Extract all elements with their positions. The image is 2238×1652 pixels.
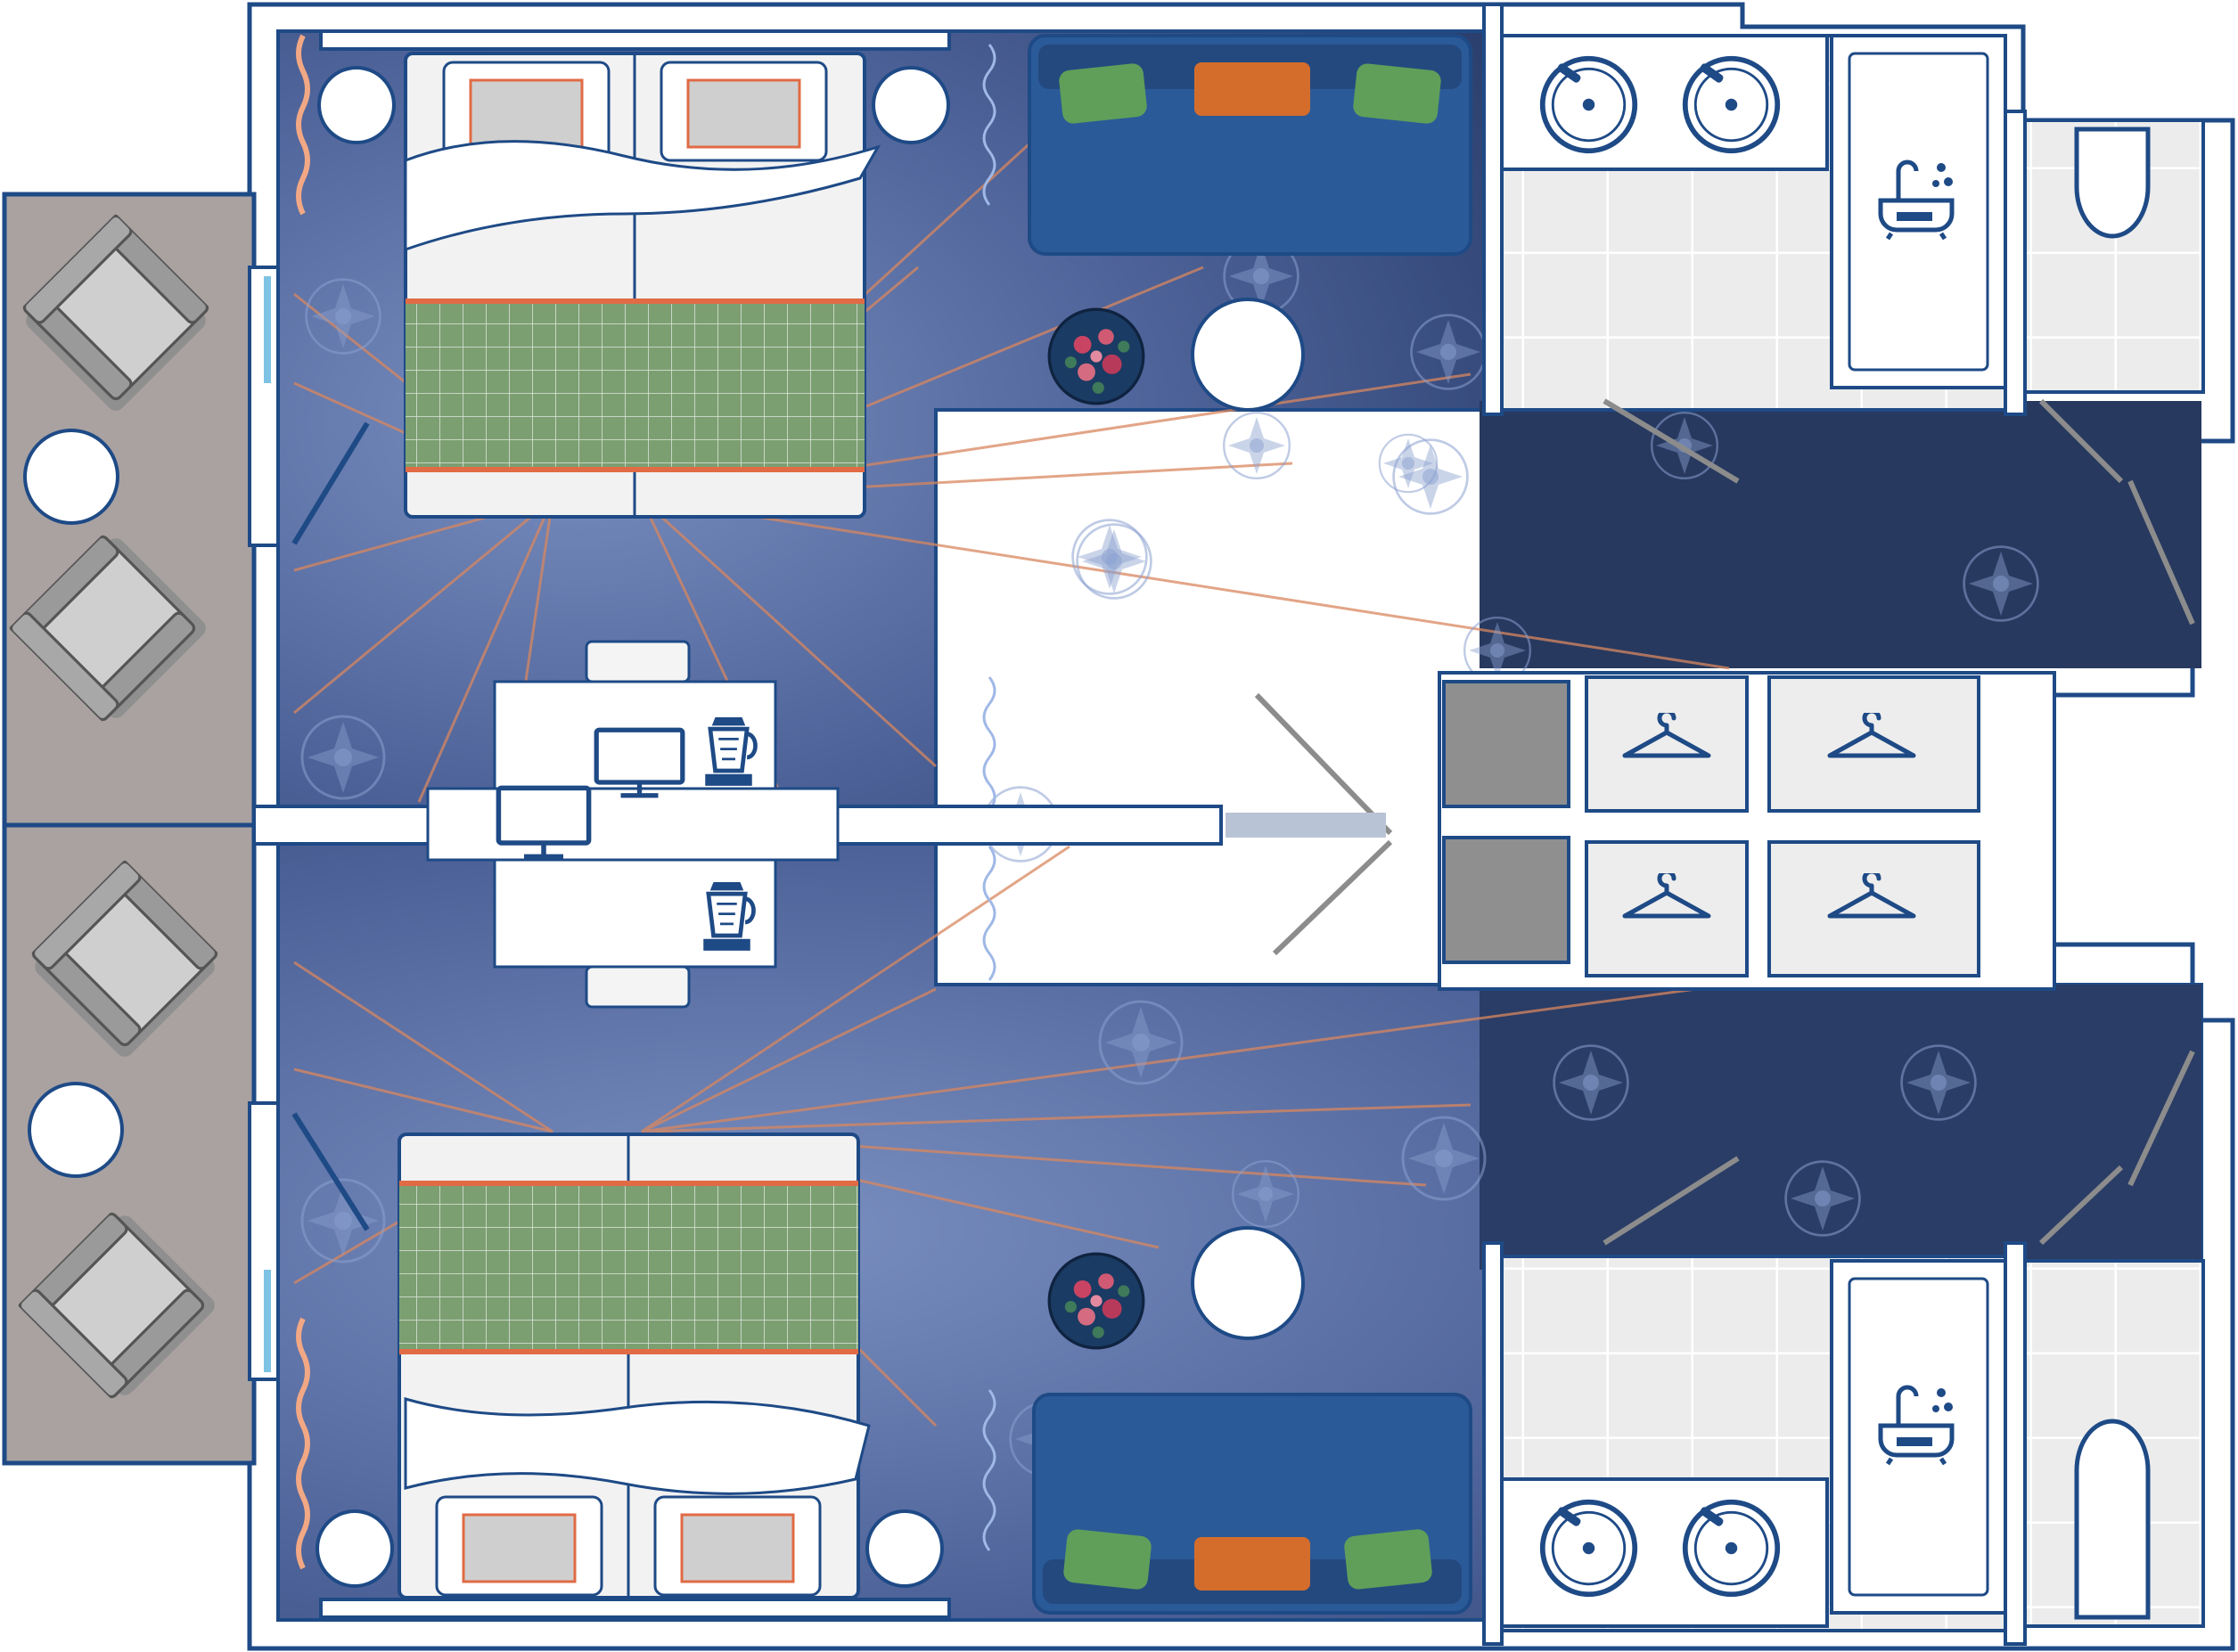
sink-icon (1685, 1502, 1778, 1595)
toilet-icon (2074, 1419, 2151, 1620)
bed-lower (398, 1133, 871, 1599)
bathroom-lower (1500, 1255, 2205, 1632)
wardrobe-upper (1442, 675, 1980, 813)
sink-icon (1543, 1502, 1635, 1595)
balcony-doors (264, 276, 370, 1372)
curtain-upper (296, 34, 310, 216)
wardrobe-lower (1442, 836, 1980, 977)
sofa-lower (1032, 1393, 1472, 1615)
door-icon (1226, 398, 2195, 1246)
sheer-curtain-lower (982, 846, 996, 1551)
desk-icon (426, 640, 840, 1009)
side-table-icon (23, 66, 1305, 1588)
ottoman-icon (1047, 307, 1145, 405)
curtain-lower (296, 1317, 310, 1570)
sink-icon (1685, 59, 1778, 151)
bed-upper (404, 52, 881, 519)
sofa-upper (1028, 34, 1472, 256)
sink-icon (1543, 59, 1635, 151)
toilet-icon (2074, 127, 2151, 239)
bathroom-upper (1500, 34, 2205, 412)
ottoman-icon (1047, 1252, 1145, 1350)
